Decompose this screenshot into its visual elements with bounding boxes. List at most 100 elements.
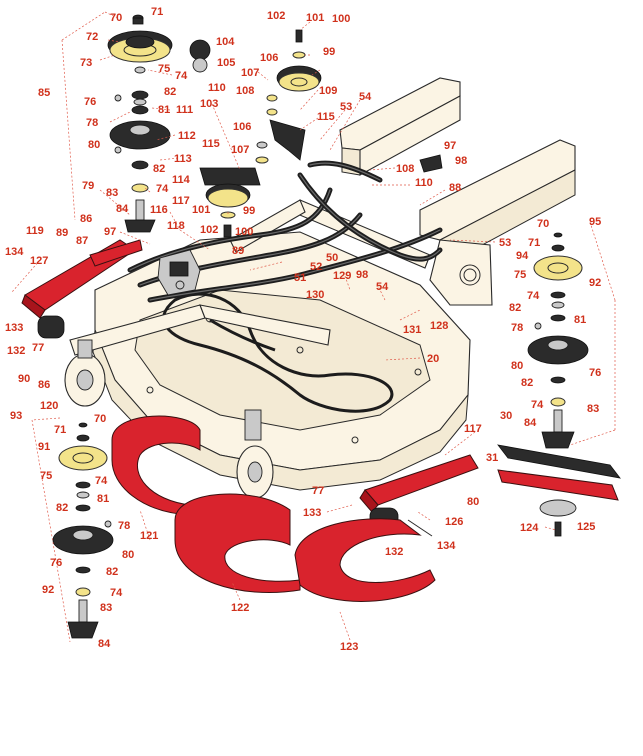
callout-85: 85	[38, 87, 50, 99]
callout-74e: 74	[527, 290, 540, 302]
callout-124: 124	[520, 522, 539, 534]
callout-131: 131	[403, 324, 421, 336]
callout-90: 90	[18, 373, 30, 385]
callout-108b: 108	[396, 163, 414, 175]
callout-83: 83	[106, 187, 118, 199]
callout-106b: 106	[233, 121, 251, 133]
callout-54b: 54	[376, 281, 389, 293]
idler-pulley-stack-top	[199, 29, 443, 238]
callout-102b: 102	[200, 224, 218, 236]
callout-112: 112	[178, 130, 196, 142]
callout-78b: 78	[118, 520, 130, 532]
callout-leader-lines	[11, 11, 616, 643]
callout-104: 104	[216, 36, 235, 48]
callout-134: 134	[5, 246, 24, 258]
callout-128: 128	[430, 320, 448, 332]
callout-53: 53	[340, 101, 352, 113]
callout-107b: 107	[231, 144, 249, 156]
callout-74c: 74	[95, 475, 108, 487]
callout-132: 132	[7, 345, 25, 357]
callout-116: 116	[150, 204, 168, 216]
callout-97b: 97	[444, 140, 456, 152]
callout-80b: 80	[122, 549, 134, 561]
callout-102: 102	[267, 10, 285, 22]
callout-108: 108	[236, 85, 254, 97]
callout-101b: 101	[192, 204, 210, 216]
callout-30: 30	[500, 410, 512, 422]
callout-82: 82	[164, 86, 176, 98]
callout-103: 103	[200, 98, 218, 110]
mower-blades	[497, 444, 621, 537]
callout-100b: 100	[235, 226, 253, 238]
callout-52: 52	[310, 261, 322, 273]
callout-87: 87	[76, 235, 88, 247]
callout-82b2: 82	[56, 502, 68, 514]
callout-129: 129	[333, 270, 351, 282]
callout-71c: 71	[528, 237, 540, 249]
callout-115: 115	[202, 138, 220, 150]
callout-74d: 74	[110, 587, 123, 599]
callout-81: 81	[158, 104, 170, 116]
callout-127: 127	[30, 255, 48, 267]
callout-50: 50	[326, 252, 338, 264]
callout-80c: 80	[511, 360, 523, 372]
callout-109: 109	[319, 85, 337, 97]
callout-77b: 77	[312, 485, 324, 497]
deck-baffles	[111, 415, 436, 602]
callout-84b: 84	[98, 638, 111, 650]
callout-80: 80	[88, 139, 100, 151]
callout-84c: 84	[524, 417, 537, 429]
callout-70b: 70	[94, 413, 106, 425]
callout-132b: 132	[385, 546, 403, 558]
callout-92b: 92	[589, 277, 601, 289]
hydraulic-hoses	[127, 160, 443, 303]
callout-120: 120	[40, 400, 58, 412]
caster-assemblies	[21, 239, 479, 537]
callout-133: 133	[5, 322, 23, 334]
callout-117b: 117	[464, 423, 482, 435]
callout-73: 73	[80, 57, 92, 69]
callout-72: 72	[86, 31, 98, 43]
callout-93: 93	[10, 410, 22, 422]
callout-71b: 71	[54, 424, 66, 436]
callout-89b: 89	[232, 245, 244, 257]
callout-98b: 98	[356, 269, 368, 281]
callout-54: 54	[359, 91, 372, 103]
callout-110b: 110	[415, 177, 433, 189]
callout-91: 91	[38, 441, 50, 453]
callout-86b: 86	[38, 379, 50, 391]
callout-115b: 115	[317, 111, 335, 123]
callout-53b: 53	[499, 237, 511, 249]
callout-99: 99	[323, 46, 335, 58]
callout-97: 97	[104, 226, 116, 238]
callout-82c: 82	[106, 566, 118, 578]
callout-78: 78	[86, 117, 98, 129]
callout-86: 86	[80, 213, 92, 225]
callout-76c: 76	[589, 367, 601, 379]
hydraulic-motor	[157, 249, 201, 296]
callout-82b: 82	[153, 163, 165, 175]
callout-79: 79	[82, 180, 94, 192]
callout-81c: 81	[574, 314, 586, 326]
callout-101: 101	[306, 12, 324, 24]
callout-82d: 82	[509, 302, 521, 314]
callout-133b: 133	[303, 507, 321, 519]
callout-113: 113	[174, 153, 192, 165]
callout-74b: 74	[156, 183, 169, 195]
callout-74: 74	[175, 70, 188, 82]
callout-75b: 75	[40, 470, 52, 482]
callout-130: 130	[306, 289, 324, 301]
callout-88: 88	[449, 182, 461, 194]
spindle-stack-right	[527, 232, 589, 449]
callout-121: 121	[140, 530, 158, 542]
callout-82e: 82	[521, 377, 533, 389]
callout-106: 106	[260, 52, 278, 64]
callout-81b: 81	[97, 493, 109, 505]
callout-126: 126	[445, 516, 463, 528]
callout-114: 114	[172, 174, 191, 186]
callout-75: 75	[158, 63, 170, 75]
callout-117: 117	[172, 195, 190, 207]
part-callouts: 70 71 72 73 75 74 85 82 76 81 111 103 78…	[5, 6, 601, 653]
callout-134b: 134	[437, 540, 456, 552]
callout-125: 125	[577, 521, 595, 533]
